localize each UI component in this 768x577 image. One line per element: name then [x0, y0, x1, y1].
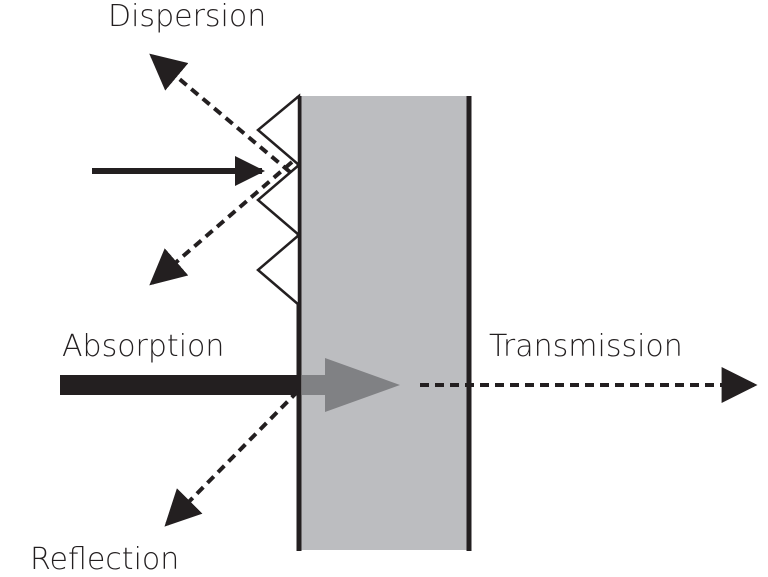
label-absorption: Absorption: [62, 329, 225, 364]
reflection-arrow: [164, 389, 300, 527]
label-reflection: Reflection: [30, 542, 180, 577]
absorbed-arrow-shaft: [302, 375, 332, 395]
diffuser-surface: [256, 93, 301, 308]
absorbed-arrow-head: [325, 358, 400, 412]
incident-arrow-absorption: [60, 375, 300, 395]
dispersion-arrow-down: [149, 160, 294, 286]
dispersion-arrow-up: [149, 53, 292, 174]
material-panel: [299, 96, 469, 550]
label-transmission: Transmission: [489, 329, 683, 364]
label-dispersion: Dispersion: [108, 0, 267, 34]
